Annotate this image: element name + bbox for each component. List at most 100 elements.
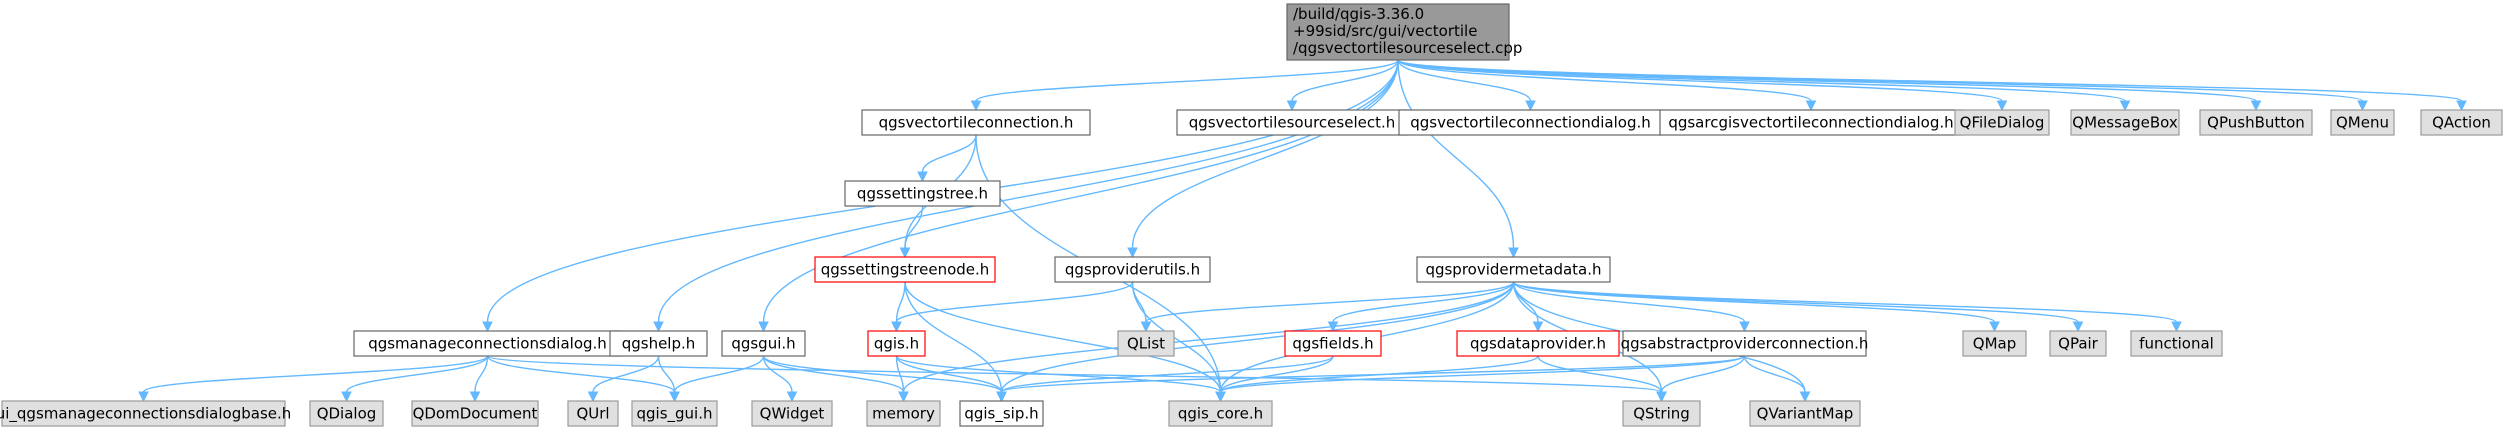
node-box (2070, 109, 2180, 136)
node-label: qgsdataprovider.h (1470, 335, 1606, 353)
node-memory[interactable]: memory (866, 400, 941, 427)
node-box (567, 400, 619, 427)
node-root[interactable]: /build/qgis-3.36.0+99sid/src/gui/vectort… (1286, 3, 1522, 61)
node-qgsfields[interactable]: qgsfields.h (1284, 330, 1382, 357)
node-label: qgis_gui.h (637, 405, 713, 424)
node-qgis-gui[interactable]: qgis_gui.h (631, 400, 718, 427)
node-qmap[interactable]: QMap (1962, 330, 2027, 357)
dependency-edge (970, 59, 1399, 112)
edge-arrowhead (1739, 321, 1750, 333)
node-qgsdataprovider[interactable]: qgsdataprovider.h (1456, 330, 1620, 357)
node-label: QPair (2058, 335, 2099, 353)
dependency-edge (469, 355, 489, 403)
node-qlist[interactable]: QList (1117, 330, 1175, 357)
node-box (353, 330, 622, 357)
edge-arrowhead (2357, 100, 2368, 112)
dependency-edge (1397, 59, 2008, 112)
node-qurl[interactable]: QUrl (567, 400, 619, 427)
edge-arrowhead (2072, 321, 2084, 333)
node-qfiledialog[interactable]: QFileDialog (1954, 109, 2050, 136)
node-label: /qgsvectortilesourceselect.cpp (1293, 39, 1522, 57)
node-box (1398, 109, 1663, 136)
node-qpair[interactable]: QPair (2049, 330, 2107, 357)
node-qgsprovidermetadata[interactable]: qgsprovidermetadata.h (1416, 256, 1611, 283)
edge-arrowhead (1127, 247, 1138, 259)
node-qpushbutton[interactable]: QPushButton (2199, 109, 2313, 136)
node-qgsvectortileconnectiondialog[interactable]: qgsvectortileconnectiondialog.h (1398, 109, 1663, 136)
node-box (721, 330, 806, 357)
node-label: qgis_sip.h (964, 405, 1038, 424)
edge-arrowhead (899, 247, 911, 259)
dependency-edge (895, 355, 909, 403)
node-qwidget[interactable]: QWidget (751, 400, 833, 427)
dependency-edge (138, 355, 489, 403)
edge-arrowhead (917, 171, 928, 183)
dependency-edge (1397, 59, 2467, 112)
node-box (1659, 109, 1963, 136)
dependency-edge (898, 281, 1515, 403)
node-label: QWidget (760, 405, 825, 423)
node-box (411, 400, 539, 427)
node-label: ui_qgsmanageconnectionsdialogbase.h (0, 405, 291, 424)
edge-layer (138, 59, 2467, 403)
node-label: qgsarcgisvectortileconnectiondialog.h (1668, 114, 1953, 132)
node-label: QPushButton (2207, 114, 2305, 132)
dependency-edge (1286, 59, 1399, 112)
node-box (2330, 109, 2395, 136)
node-label: qgis_core.h (1178, 405, 1263, 424)
node-label: QVariantMap (1757, 405, 1854, 423)
node-qgsvectortilesourceselect[interactable]: qgsvectortilesourceselect.h (1176, 109, 1408, 136)
node-box (814, 256, 996, 283)
node-qgssettingstreenode[interactable]: qgssettingstreenode.h (814, 256, 996, 283)
node-qdialog[interactable]: QDialog (309, 400, 384, 427)
edge-arrowhead (341, 391, 352, 403)
node-label: qgsprovidermetadata.h (1425, 261, 1601, 279)
node-label: qgsvectortileconnection.h (879, 114, 1074, 132)
node-label: qgis.h (874, 335, 919, 353)
node-box (844, 180, 1001, 207)
node-label: QUrl (576, 405, 609, 423)
node-qvariantmap[interactable]: QVariantMap (1749, 400, 1861, 427)
node-ui-qgsmanageconnectionsdialogbase[interactable]: ui_qgsmanageconnectionsdialogbase.h (0, 400, 291, 427)
edge-arrowhead (482, 321, 493, 333)
node-qgsarcgisvectortileconnectiondialog[interactable]: qgsarcgisvectortileconnectiondialog.h (1659, 109, 1963, 136)
dependency-edge (762, 355, 909, 403)
node-qstring[interactable]: QString (1622, 400, 1701, 427)
node-label: qgsgui.h (731, 335, 795, 353)
node-qgsgui[interactable]: qgsgui.h (721, 330, 806, 357)
edge-arrowhead (1532, 321, 1544, 333)
node-box (866, 400, 941, 427)
node-functional[interactable]: functional (2130, 330, 2223, 357)
edge-arrowhead (1799, 391, 1811, 403)
node-label: qgsproviderutils.h (1065, 261, 1200, 279)
node-box (2199, 109, 2313, 136)
dependency-edge (1127, 59, 1399, 259)
node-label: QMap (1973, 335, 2016, 353)
node-qgsabstractproviderconnection[interactable]: qgsabstractproviderconnection.h (1621, 330, 1869, 357)
node-qgis[interactable]: qgis.h (867, 330, 926, 357)
node-qgis-sip[interactable]: qgis_sip.h (959, 400, 1044, 427)
node-qdomdocument[interactable]: QDomDocument (411, 400, 539, 427)
dependency-edge (1215, 355, 1746, 403)
node-qgssettingstree[interactable]: qgssettingstree.h (844, 180, 1001, 207)
edge-arrowhead (2171, 321, 2182, 333)
node-qmessagebox[interactable]: QMessageBox (2070, 109, 2180, 136)
node-qmenu[interactable]: QMenu (2330, 109, 2395, 136)
node-box (1954, 109, 2050, 136)
dependency-edge (1512, 281, 2182, 333)
node-qgshelp[interactable]: qgshelp.h (609, 330, 708, 357)
node-label: qgsvectortilesourceselect.h (1189, 114, 1396, 132)
edge-arrowhead (1989, 321, 2000, 333)
node-qgis-core[interactable]: qgis_core.h (1168, 400, 1273, 427)
node-label: qgsmanageconnectionsdialog.h (368, 335, 607, 353)
dependency-edge (917, 134, 977, 183)
dependency-edge (996, 355, 1746, 403)
node-qgsmanageconnectionsdialog[interactable]: qgsmanageconnectionsdialog.h (353, 330, 622, 357)
node-qgsproviderutils[interactable]: qgsproviderutils.h (1054, 256, 1211, 283)
node-qgsvectortileconnection[interactable]: qgsvectortileconnection.h (861, 109, 1091, 136)
dependency-edge (1397, 59, 1536, 112)
node-box (2049, 330, 2107, 357)
dependency-edge (1397, 59, 2131, 112)
node-qaction[interactable]: QAction (2420, 109, 2503, 136)
